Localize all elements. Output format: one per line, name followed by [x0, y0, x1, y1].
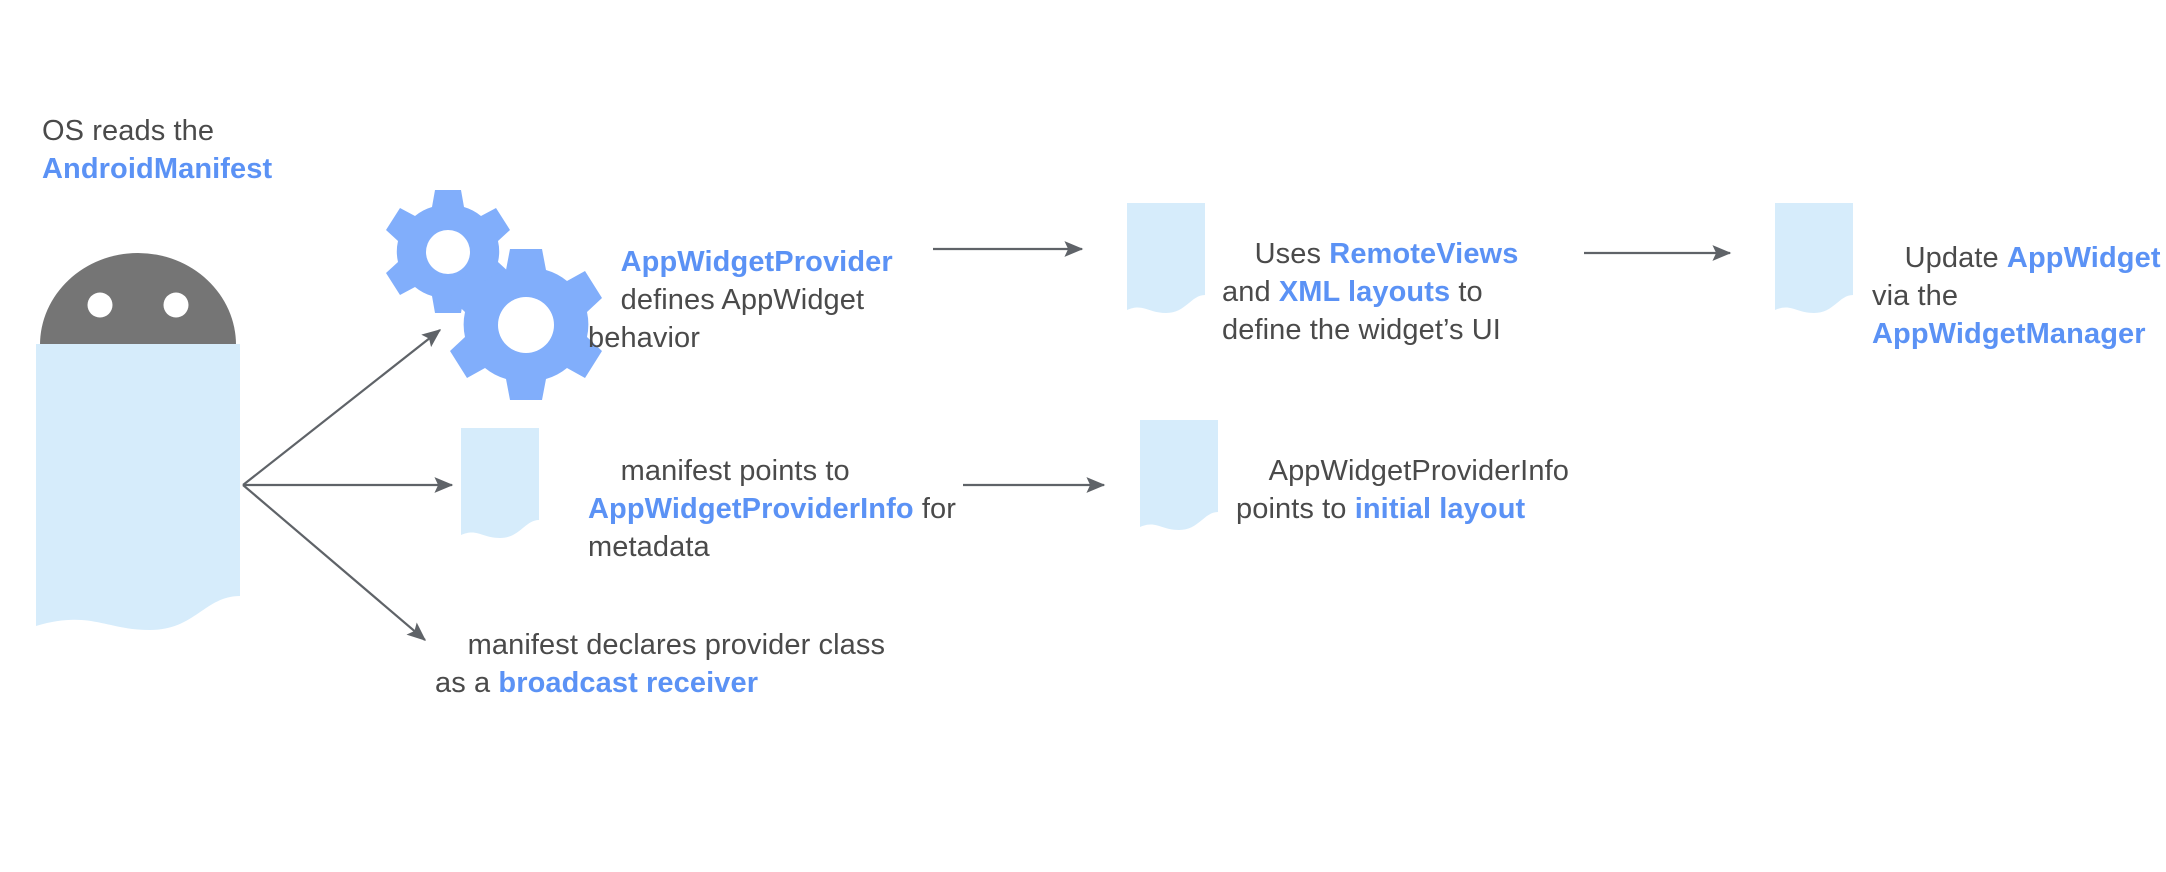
update-prefix: Update: [1904, 241, 2007, 274]
label-appwidget-provider: AppWidgetProvider defines AppWidget beha…: [588, 206, 918, 396]
initial-layout-prefix: AppWidgetProviderInfo points to: [1236, 454, 1578, 525]
xml-layouts-keyword: XML layouts: [1278, 275, 1451, 308]
document-icon-initial-layout: [1140, 420, 1218, 530]
remoteviews-keyword: RemoteViews: [1329, 237, 1519, 270]
label-initial-layout: AppWidgetProviderInfo points to initial …: [1236, 415, 1576, 567]
label-os-reads-androidmanifest: OS reads the AndroidManifest: [42, 113, 372, 189]
arrow-manifest-to-provider: [242, 329, 442, 486]
remoteviews-prefix: Uses: [1254, 237, 1330, 270]
label-appwidget-provider-info: manifest points to AppWidgetProviderInfo…: [588, 415, 968, 605]
label-broadcast-receiver: manifest declares provider class as a br…: [435, 589, 915, 741]
broadcast-receiver-keyword: broadcast receiver: [498, 666, 759, 699]
appwidget-keyword: AppWidget: [2006, 241, 2161, 274]
appwidgetmanager-keyword: AppWidgetManager: [1872, 317, 2146, 350]
document-icon-remoteviews: [1127, 203, 1205, 313]
manifest-points-suffix: for metadata: [588, 492, 965, 563]
appwidgetprovider-keyword: AppWidgetProvider: [620, 245, 893, 278]
document-icon-provider-info: [461, 428, 539, 538]
arrow-manifest-to-broadcast: [242, 484, 427, 641]
os-reads-line1: OS reads the: [42, 115, 215, 147]
label-appwidget-manager: Update AppWidget via the AppWidgetManage…: [1872, 202, 2166, 392]
appwidgetprovider-description: defines AppWidget behavior: [588, 283, 873, 354]
android-robot-icon: [40, 253, 236, 345]
appwidgetproviderinfo-keyword: AppWidgetProviderInfo: [588, 492, 914, 525]
androidmanifest-keyword: AndroidManifest: [42, 152, 273, 185]
update-middle: via the: [1872, 279, 1959, 312]
document-icon-android-manifest: [36, 344, 240, 630]
document-icon-appwidget-manager: [1775, 203, 1853, 313]
remoteviews-conjunction: and: [1222, 237, 1527, 308]
gears-icon: [386, 190, 602, 400]
broadcast-prefix: manifest declares provider class as a: [435, 628, 894, 699]
remoteviews-suffix: to define the widget’s UI: [1222, 275, 1501, 346]
label-remoteviews: Uses RemoteViews and XML layouts to defi…: [1222, 198, 1567, 388]
manifest-points-prefix: manifest points to: [620, 454, 858, 487]
initial-layout-keyword: initial layout: [1354, 492, 1526, 525]
